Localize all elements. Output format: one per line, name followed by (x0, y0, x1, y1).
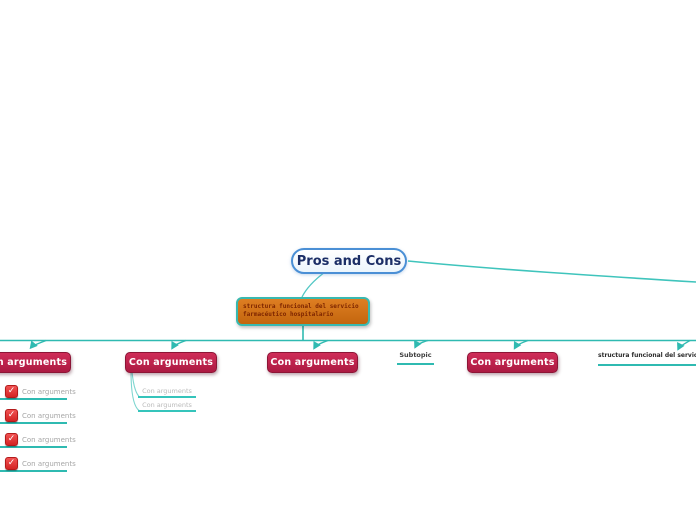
root-topic-node[interactable]: Pros and Cons (291, 248, 407, 274)
checked-checkbox-icon[interactable]: ✓ (5, 457, 18, 470)
root-topic-label: Pros and Cons (296, 253, 402, 269)
connector-arrow-con2 (171, 339, 187, 350)
subtopic-con-arguments-2[interactable]: Con arguments (125, 352, 217, 373)
subtopic-con-arguments-1[interactable]: Con arguments (0, 352, 71, 373)
subtopic-subtopic[interactable]: Subtopic (397, 351, 434, 365)
connector-arrow-con3 (313, 339, 329, 350)
list-item[interactable]: Con arguments (138, 384, 196, 398)
list-item[interactable]: ✓ Con arguments (0, 409, 76, 424)
list-item[interactable]: Con arguments (138, 398, 196, 412)
list-item-label: Con arguments (22, 387, 76, 396)
list-item[interactable]: ✓ Con arguments (0, 457, 76, 472)
list-item-label: Con arguments (22, 459, 76, 468)
checked-checkbox-icon[interactable]: ✓ (5, 409, 18, 422)
list-item[interactable]: ✓ Con arguments (0, 433, 76, 448)
list-item[interactable]: ✓ Con arguments (0, 385, 76, 400)
connector-root-to-main (301, 271, 326, 298)
main-topic-node[interactable]: structura funcional del servicio farmacé… (236, 297, 370, 326)
list-item-label: Con arguments (22, 411, 76, 420)
connector-arrow-far (677, 339, 691, 351)
subtopic-con-arguments-4[interactable]: Con arguments (467, 352, 558, 373)
subtopic-structura-funcional[interactable]: structura funcional del servicio far (598, 352, 696, 366)
list-item-label: Con arguments (22, 435, 76, 444)
connector-arrow-con1 (29, 339, 47, 350)
checked-checkbox-icon[interactable]: ✓ (5, 385, 18, 398)
checked-checkbox-icon[interactable]: ✓ (5, 433, 18, 446)
subtopic-con-arguments-3[interactable]: Con arguments (267, 352, 358, 373)
connector-arrow-subtopic (414, 339, 429, 349)
connector-root-to-right (407, 260, 696, 283)
connector-arrow-con4 (513, 339, 529, 350)
